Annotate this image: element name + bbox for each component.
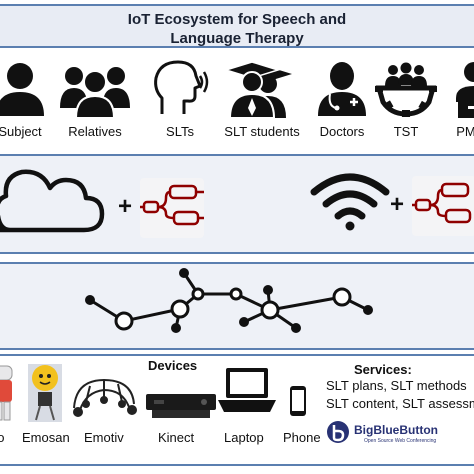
actor-subject: Subject xyxy=(0,54,60,139)
plus-sign-2: + xyxy=(390,191,404,218)
device-label-emosan: Emosan xyxy=(22,430,70,445)
person-icon xyxy=(0,63,44,116)
actor-label-slts: SLTs xyxy=(166,124,194,139)
plus-sign-1: + xyxy=(118,193,132,220)
stakeholders-panel: Subject Relatives SLTs SL xyxy=(0,54,474,150)
service-line-2: SLT content, SLT assessm xyxy=(326,396,474,411)
bigbluebutton-logo: BigBlueButton Open Source Web Conferenci… xyxy=(327,421,438,444)
actor-label-relatives: Relatives xyxy=(68,124,122,139)
actor-slts: SLTs xyxy=(140,54,220,139)
wifi-icon xyxy=(310,173,390,231)
devices-header: Devices xyxy=(148,358,198,373)
connectivity-panel: + + xyxy=(0,154,474,254)
actor-label-doctors: Doctors xyxy=(319,124,365,139)
laptop-icon xyxy=(218,368,276,412)
title-line-2: Language Therapy xyxy=(170,30,304,47)
network-panel xyxy=(0,262,474,350)
kinect-sensor-icon xyxy=(146,394,216,418)
devices-services-panel: Devices xyxy=(0,354,474,466)
speaking-head-icon xyxy=(154,60,209,114)
service-line-1: SLT plans, SLT methods xyxy=(326,378,467,393)
devices-graphic: BigBlueButton Open Source Web Conferenci… xyxy=(0,364,438,444)
actor-label-tst: TST xyxy=(393,124,419,139)
device-label-kinect: Kinect xyxy=(158,430,195,445)
device-label-emotiv: Emotiv xyxy=(84,430,124,445)
emosan-robot-icon xyxy=(28,364,62,422)
actor-label-subject: Subject xyxy=(0,124,42,139)
connectivity-graphic: + + xyxy=(0,169,474,238)
device-label-phone: Phone xyxy=(283,430,321,445)
actor-relatives: Relatives xyxy=(55,54,135,139)
eeg-headset-icon xyxy=(73,378,137,417)
team-gear-icon xyxy=(375,62,437,117)
actor-label-slt-students: SLT students xyxy=(224,124,300,139)
title-line-1: IoT Ecosystem for Speech and xyxy=(127,11,347,28)
network-graph-icon xyxy=(85,268,373,333)
manager-icon xyxy=(456,62,474,118)
title-panel: IoT Ecosystem for Speech and Language Th… xyxy=(0,4,474,48)
group-icon xyxy=(60,67,130,118)
bbb-logo-text: BigBlueButton xyxy=(354,423,438,437)
actor-label-pm: PM xyxy=(456,124,474,139)
node-red-icon-2 xyxy=(412,176,474,236)
graduate-students-icon xyxy=(223,61,292,118)
node-red-icon xyxy=(140,178,204,238)
actor-doctors: Doctors xyxy=(302,54,382,139)
actor-slt-students: SLT students xyxy=(222,54,302,139)
device-label-laptop: Laptop xyxy=(224,430,264,445)
device-label-nao: ao xyxy=(0,430,5,445)
diagram-title: IoT Ecosystem for Speech and Language Th… xyxy=(0,10,474,48)
services-header: Services: xyxy=(354,362,412,377)
actor-tst: TST xyxy=(366,54,446,139)
bbb-logo-subtext: Open Source Web Conferencing xyxy=(364,438,436,444)
cloud-icon xyxy=(0,169,105,233)
actor-pm: PM xyxy=(426,54,474,139)
phone-icon xyxy=(290,386,306,416)
nao-robot-icon xyxy=(0,365,13,421)
doctor-icon xyxy=(318,62,366,116)
